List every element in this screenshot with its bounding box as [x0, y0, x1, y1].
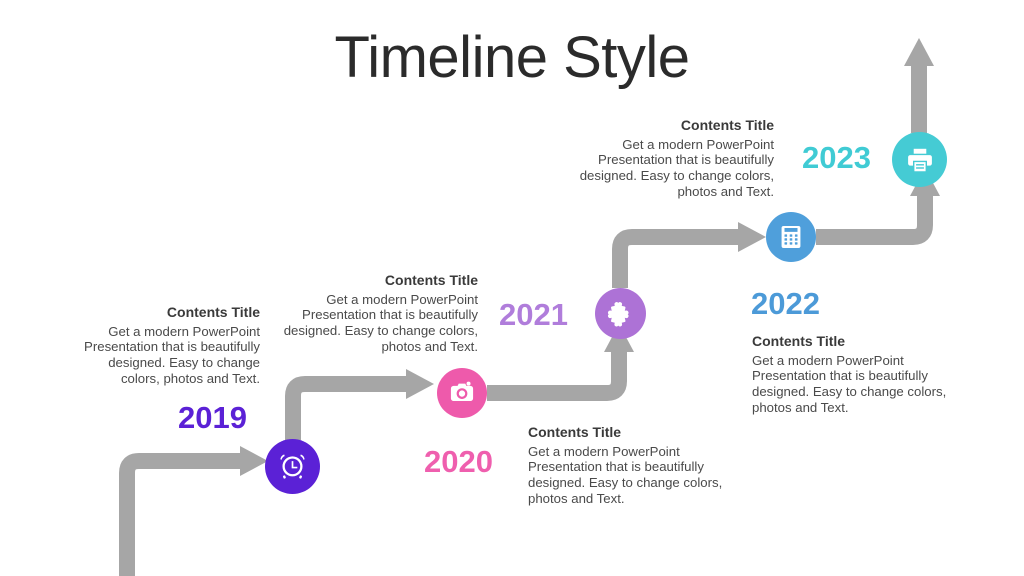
milestone-node-2020[interactable] [437, 368, 487, 418]
milestone-year-2019: 2019 [178, 400, 247, 435]
milestone-node-2021[interactable] [595, 288, 646, 339]
milestone-heading: Contents Title [384, 272, 478, 288]
milestone-body: Get a modern PowerPoint Presentation tha… [84, 323, 260, 386]
milestone-body: Get a modern PowerPoint Presentation tha… [579, 136, 774, 199]
milestone-year-2021: 2021 [499, 297, 568, 332]
milestone-heading: Contents Title [752, 333, 846, 349]
milestone-text-2022: Contents Title Get a modern PowerPoint P… [752, 332, 948, 415]
milestone-heading: Contents Title [166, 304, 260, 320]
milestone-year-2020: 2020 [424, 444, 493, 479]
milestone-year-2022: 2022 [751, 286, 820, 321]
milestone-heading: Contents Title [680, 117, 774, 133]
alarm-clock-icon [280, 454, 305, 479]
calculator-icon [781, 225, 801, 249]
milestone-body: Get a modern PowerPoint Presentation tha… [283, 291, 478, 354]
milestone-text-2019: Contents Title Get a modern PowerPoint P… [76, 303, 260, 386]
puzzle-piece-icon [607, 302, 629, 327]
milestone-body: Get a modern PowerPoint Presentation tha… [752, 352, 947, 415]
milestone-node-2023[interactable] [892, 132, 947, 187]
milestone-body: Get a modern PowerPoint Presentation tha… [528, 443, 723, 506]
milestone-text-2021: Contents Title Get a modern PowerPoint P… [282, 271, 478, 354]
milestone-text-2020: Contents Title Get a modern PowerPoint P… [528, 423, 724, 506]
milestone-heading: Contents Title [528, 424, 622, 440]
milestone-node-2022[interactable] [766, 212, 816, 262]
page-title: Timeline Style [334, 25, 690, 90]
printer-icon [907, 148, 932, 171]
milestone-node-2019[interactable] [265, 439, 320, 494]
milestone-text-2023: Contents Title Get a modern PowerPoint P… [578, 116, 774, 199]
camera-icon [450, 381, 474, 402]
milestone-year-2023: 2023 [802, 140, 871, 175]
